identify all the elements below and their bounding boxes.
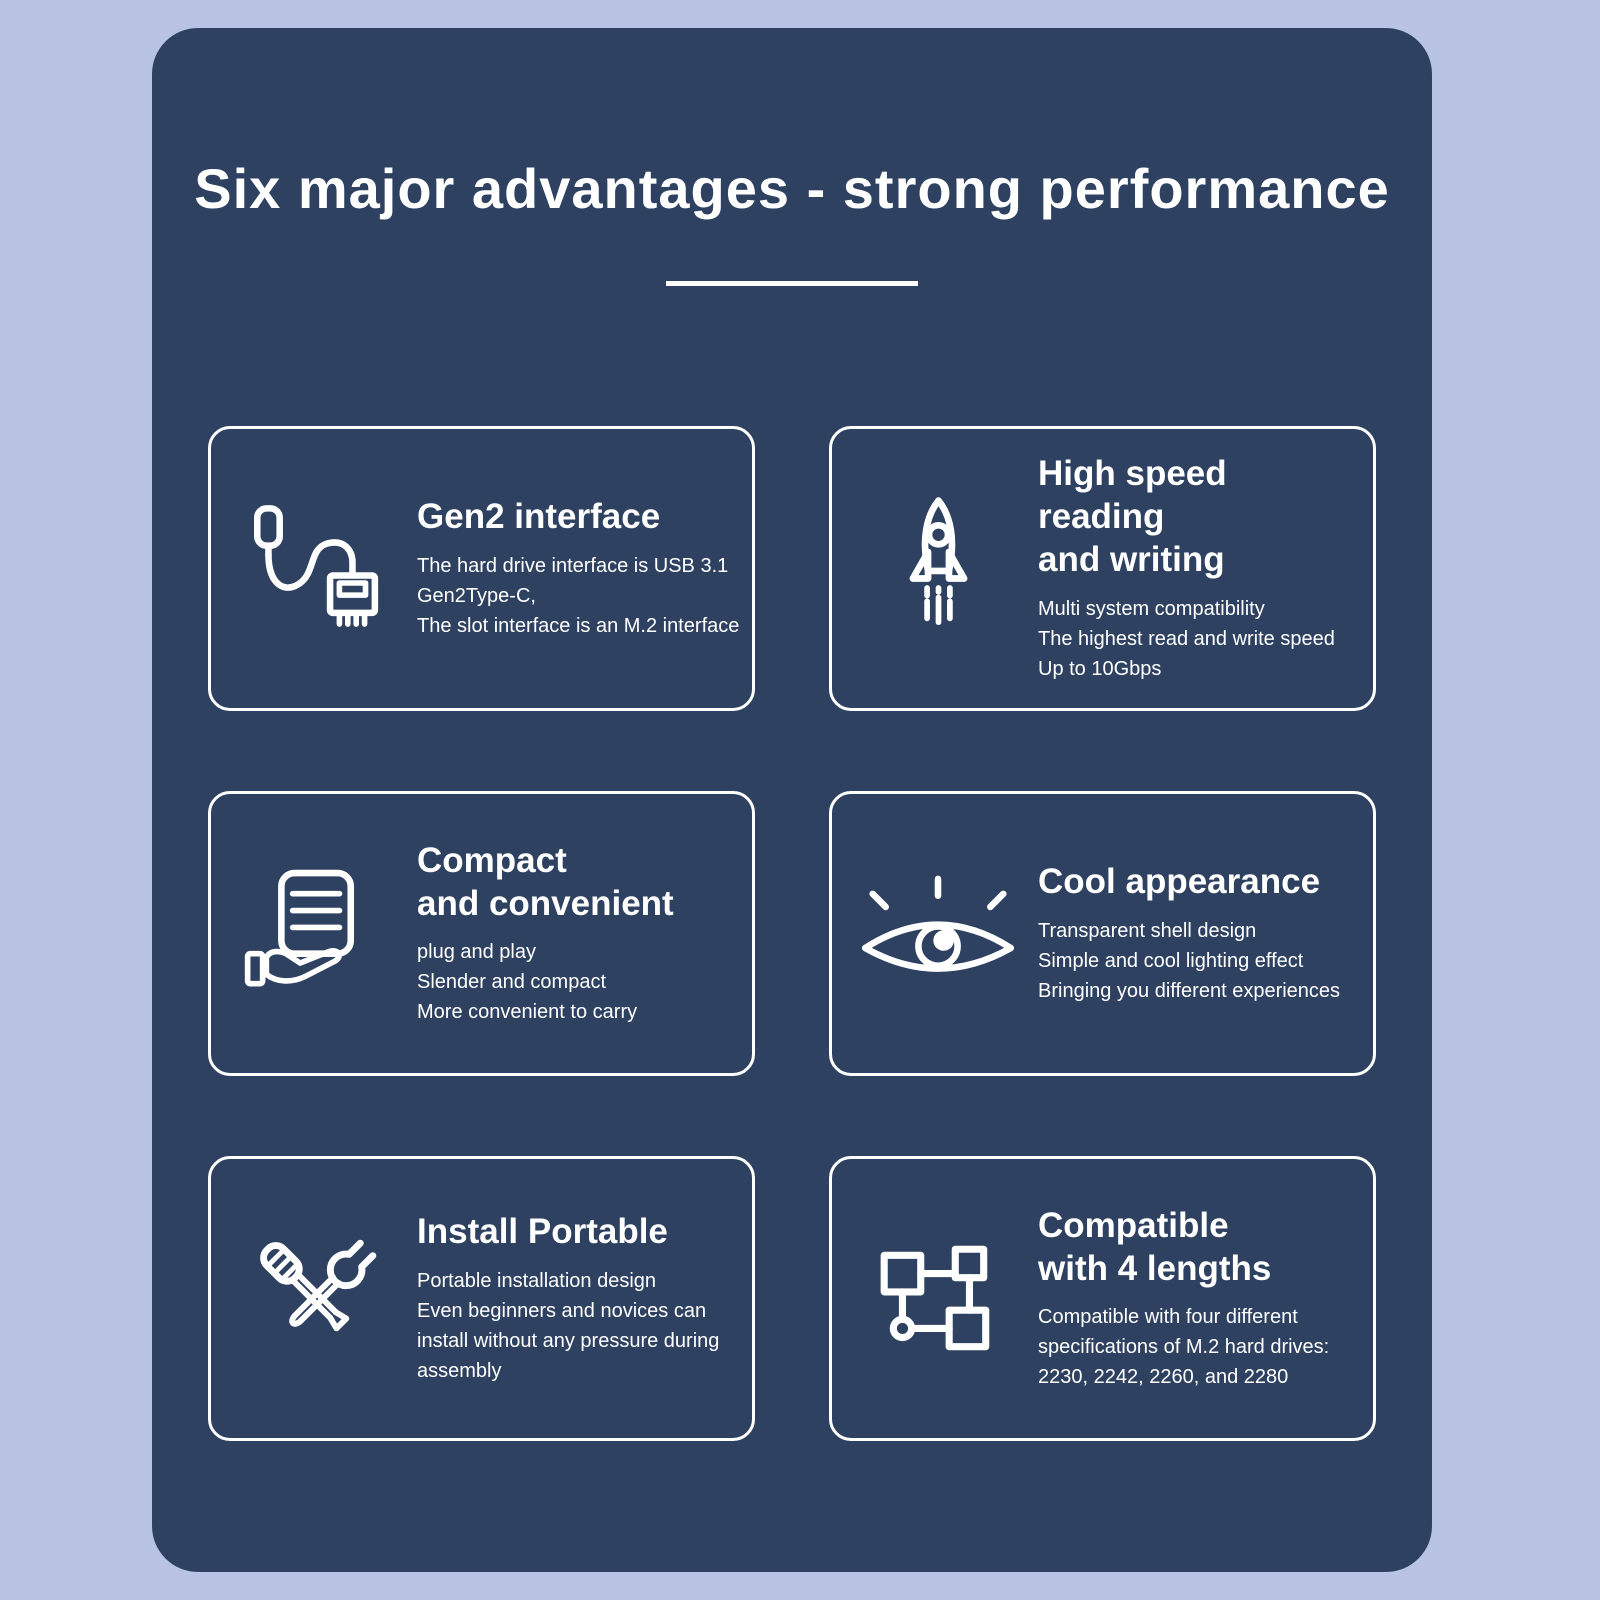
title-divider: [666, 281, 918, 286]
card-body: Portable installation design Even beginn…: [417, 1266, 740, 1386]
page-title: Six major advantages - strong performanc…: [194, 157, 1390, 220]
clipboard-hand-icon: [231, 863, 403, 1005]
card-body-line: Compatible with four different: [1038, 1306, 1298, 1329]
card-body-line: Even beginners and novices can: [417, 1299, 707, 1322]
card-body-line: Up to 10Gbps: [1038, 657, 1162, 680]
card-body-line: Bringing you different experiences: [1038, 979, 1341, 1002]
card-title: Compact and convenient: [417, 840, 674, 923]
card-body-line: Gen2Type-C,: [417, 584, 536, 607]
feature-card-gen2-interface: Gen2 interface The hard drive interface …: [208, 426, 755, 711]
card-body-line: The highest read and write speed: [1038, 627, 1335, 650]
usb-cable-icon: [231, 499, 403, 639]
screwdriver-wrench-icon: [231, 1225, 403, 1373]
card-body-line: Multi system compatibility: [1038, 597, 1265, 620]
card-body-line: specifications of M.2 hard drives:: [1038, 1336, 1330, 1359]
card-body: The hard drive interface is USB 3.1 Gen2…: [417, 551, 740, 641]
card-body-line: More convenient to carry: [417, 1001, 638, 1024]
card-title: Compatible with 4 lengths: [1038, 1205, 1272, 1288]
card-body-line: Slender and compact: [417, 971, 607, 994]
card-title: Cool appearance: [1038, 862, 1321, 902]
feature-card-install-portable: Install Portable Portable installation d…: [208, 1156, 755, 1441]
card-text: Install Portable Portable installation d…: [417, 1211, 740, 1386]
card-title: Install Portable: [417, 1212, 668, 1252]
card-body-line: 2230, 2242, 2260, and 2280: [1038, 1366, 1289, 1389]
feature-card-compatible-lengths: Compatible with 4 lengths Compatible wit…: [829, 1156, 1376, 1441]
card-body-line: Simple and cool lighting effect: [1038, 949, 1304, 972]
card-body: plug and play Slender and compact More c…: [417, 937, 740, 1027]
card-body: Multi system compatibility The highest r…: [1038, 594, 1361, 684]
main-panel: Six major advantages - strong performanc…: [152, 28, 1432, 1572]
card-body-line: install without any pressure during: [417, 1329, 720, 1352]
feature-card-compact: Compact and convenient plug and play Sle…: [208, 791, 755, 1076]
rocket-icon: [852, 493, 1024, 645]
card-body-line: Portable installation design: [417, 1269, 657, 1292]
flowchart-icon: [852, 1233, 1024, 1365]
card-text: Cool appearance Transparent shell design…: [1038, 861, 1361, 1006]
card-body-line: The slot interface is an M.2 interface: [417, 614, 740, 637]
card-body-line: assembly: [417, 1359, 502, 1382]
feature-card-high-speed: High speed reading and writing Multi sys…: [829, 426, 1376, 711]
card-body-line: The hard drive interface is USB 3.1: [417, 554, 729, 577]
feature-card-cool-appearance: Cool appearance Transparent shell design…: [829, 791, 1376, 1076]
card-body-line: Transparent shell design: [1038, 919, 1257, 942]
card-body: Transparent shell design Simple and cool…: [1038, 916, 1361, 1006]
card-text: Compatible with 4 lengths Compatible wit…: [1038, 1205, 1361, 1392]
card-text: High speed reading and writing Multi sys…: [1038, 453, 1361, 683]
card-text: Gen2 interface The hard drive interface …: [417, 496, 740, 641]
card-text: Compact and convenient plug and play Sle…: [417, 840, 740, 1027]
card-body-line: plug and play: [417, 941, 536, 964]
card-body: Compatible with four different specifica…: [1038, 1302, 1361, 1392]
card-title: Gen2 interface: [417, 497, 661, 537]
feature-grid: Gen2 interface The hard drive interface …: [152, 426, 1432, 1441]
eye-icon: [852, 873, 1024, 995]
card-title: High speed reading and writing: [1038, 454, 1227, 579]
